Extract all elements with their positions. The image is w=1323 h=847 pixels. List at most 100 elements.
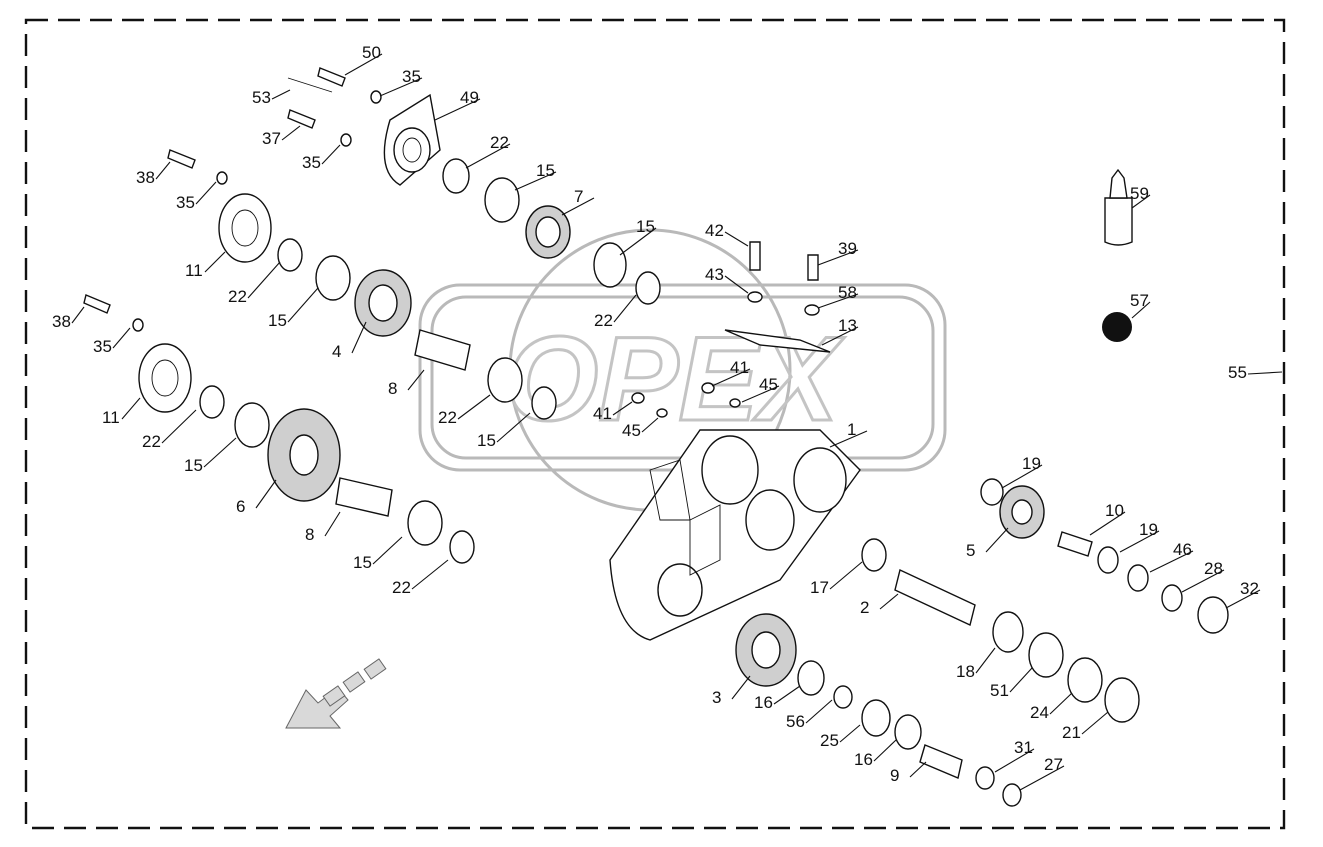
- callout-10: 10: [1089, 501, 1126, 536]
- callout-11: 11: [102, 397, 141, 427]
- callout-label: 22: [438, 408, 457, 427]
- callout-5: 5: [966, 527, 1009, 560]
- callout-19: 19: [1001, 454, 1043, 489]
- callout-8: 8: [305, 511, 341, 544]
- callout-label: 22: [594, 311, 613, 330]
- callout-22: 22: [438, 394, 491, 427]
- callout-label: 28: [1204, 559, 1223, 578]
- callout-leader: [1089, 511, 1126, 536]
- callout-3: 3: [712, 675, 751, 707]
- callout-leader: [821, 326, 859, 346]
- callout-label: 58: [838, 283, 857, 302]
- callout-label: 45: [622, 421, 641, 440]
- callout-43: 43: [705, 265, 749, 294]
- callout-leader: [873, 739, 897, 762]
- callout-leader: [344, 53, 383, 76]
- callout-leader: [324, 511, 341, 537]
- callout-leader: [1225, 589, 1261, 609]
- callout-leader: [351, 321, 367, 354]
- callout-label: 21: [1062, 723, 1081, 742]
- callout-label: 8: [305, 525, 314, 544]
- callout-leader: [909, 761, 927, 778]
- callout-59: 59: [1130, 184, 1151, 209]
- callout-53: 53: [252, 88, 291, 107]
- callout-label: 49: [460, 88, 479, 107]
- callout-label: 18: [956, 662, 975, 681]
- callout-label: 15: [184, 456, 203, 475]
- callout-label: 17: [810, 578, 829, 597]
- cover-plate: [383, 93, 441, 186]
- callout-label: 15: [636, 217, 655, 236]
- callout-leader: [287, 287, 319, 323]
- callout-label: 22: [392, 578, 411, 597]
- callout-label: 59: [1130, 184, 1149, 203]
- callout-leader: [817, 249, 859, 266]
- callout-label: 35: [402, 67, 421, 86]
- callout-15: 15: [184, 437, 237, 475]
- callout-leader: [724, 231, 749, 247]
- callout-15: 15: [514, 161, 557, 191]
- callout-41: 41: [711, 358, 751, 387]
- callout-22: 22: [228, 261, 281, 306]
- callout-leader: [203, 437, 237, 468]
- callout-leader: [457, 394, 491, 420]
- callout-15: 15: [477, 412, 531, 450]
- callout-leader: [1019, 765, 1065, 791]
- callout-17: 17: [810, 561, 863, 597]
- callout-label: 39: [838, 239, 857, 258]
- callout-label: 19: [1022, 454, 1041, 473]
- callout-leader: [195, 181, 217, 205]
- callout-13: 13: [821, 316, 859, 346]
- callout-label: 15: [268, 311, 287, 330]
- callout-51: 51: [990, 667, 1033, 700]
- bearing-flange-upper: [218, 193, 272, 263]
- callout-15: 15: [353, 536, 403, 572]
- shaft-2: [894, 569, 976, 626]
- gear-4: [354, 269, 412, 337]
- callout-2: 2: [860, 593, 899, 617]
- shaft-8-lower: [335, 477, 393, 517]
- callout-leader: [731, 675, 751, 700]
- callout-56: 56: [786, 699, 833, 731]
- callout-label: 15: [477, 431, 496, 450]
- callout-42: 42: [705, 221, 749, 247]
- callout-label: 22: [228, 287, 247, 306]
- callout-37: 37: [262, 125, 301, 148]
- callout-label: 38: [136, 168, 155, 187]
- callout-leader: [1119, 530, 1160, 553]
- callout-label: 8: [388, 379, 397, 398]
- callout-label: 35: [93, 337, 112, 356]
- callout-label: 57: [1130, 291, 1149, 310]
- callout-leader: [741, 385, 780, 403]
- callout-label: 32: [1240, 579, 1259, 598]
- callout-leader: [773, 685, 801, 705]
- callout-22: 22: [392, 559, 449, 597]
- callout-45: 45: [741, 375, 780, 403]
- callout-leader: [612, 401, 633, 416]
- callout-leader: [641, 417, 659, 433]
- callout-27: 27: [1019, 755, 1065, 791]
- callout-31: 31: [994, 738, 1035, 773]
- callout-leader: [411, 559, 449, 590]
- callout-label: 50: [362, 43, 381, 62]
- callout-label: 35: [302, 153, 321, 172]
- callout-label: 27: [1044, 755, 1063, 774]
- callout-leader: [1131, 194, 1151, 209]
- callout-leader: [321, 144, 341, 165]
- callout-39: 39: [817, 239, 859, 266]
- callout-8: 8: [388, 369, 425, 398]
- callout-58: 58: [817, 283, 859, 309]
- callout-leader: [1001, 464, 1043, 489]
- callout-4: 4: [332, 321, 367, 361]
- callout-32: 32: [1225, 579, 1261, 609]
- shaft-9: [919, 744, 963, 779]
- callout-leader: [724, 275, 749, 294]
- shaft-8-upper: [414, 329, 471, 371]
- gear-6: [267, 408, 341, 502]
- callout-leader: [711, 368, 751, 387]
- callout-leader: [829, 430, 868, 448]
- callout-7: 7: [561, 187, 595, 216]
- callout-leader: [561, 197, 595, 216]
- callout-leader: [613, 294, 637, 323]
- bolts-and-washers: [83, 67, 820, 418]
